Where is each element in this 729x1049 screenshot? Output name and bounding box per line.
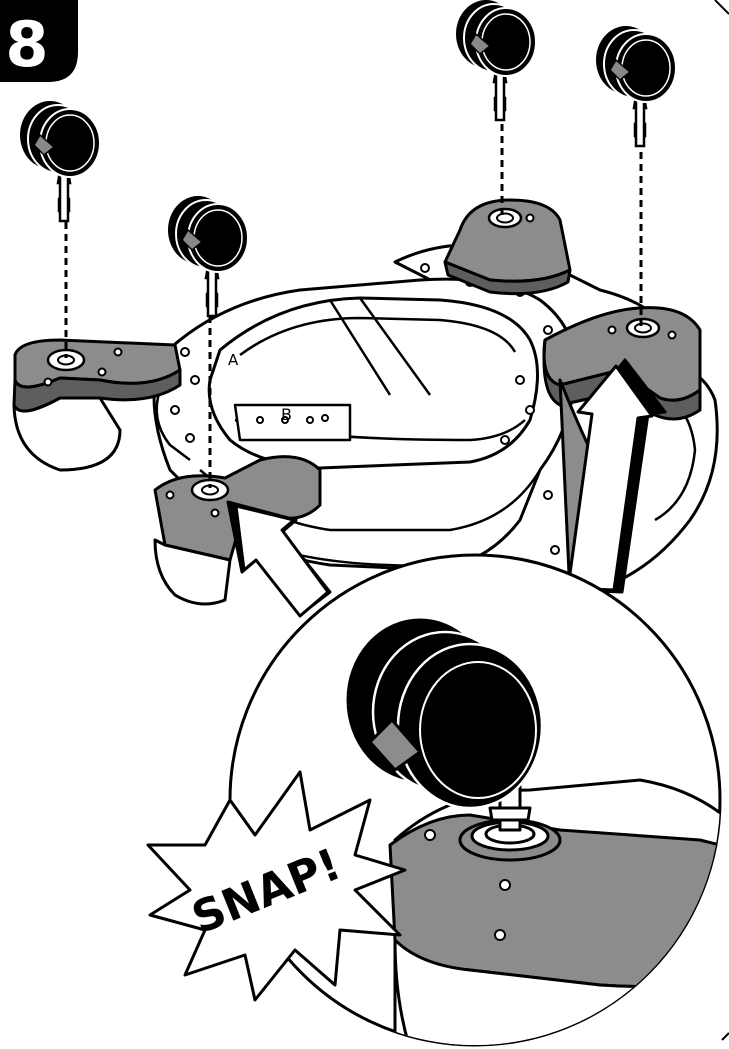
caster-wheel-icon [456, 0, 536, 120]
label-a: A [228, 351, 239, 369]
caster-wheel-icon [20, 101, 100, 221]
label-b: B [281, 405, 292, 424]
step-number: 8 [5, 8, 48, 81]
caster-wheel-icon [168, 196, 248, 316]
caster-wheel-icon [596, 26, 676, 146]
step-badge: 8 [0, 0, 78, 82]
